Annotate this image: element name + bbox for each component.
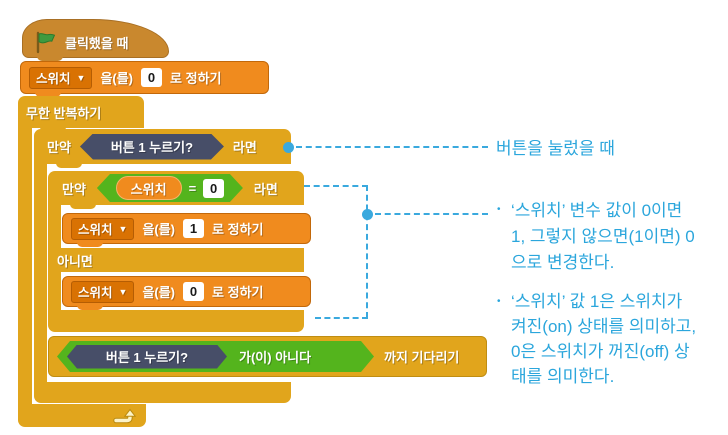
set-variable-block-top[interactable]: 스위치 ▼ 을(를) 0 로 정하기 — [20, 61, 269, 97]
leader-line — [296, 146, 488, 148]
annotation-text: 버튼을 눌렀을 때 — [496, 139, 615, 158]
annotation-line: 으로 변경한다. — [511, 253, 615, 272]
green-flag-icon — [35, 31, 56, 54]
button-pressed-boolean[interactable]: 버튼 1 누르기? — [67, 345, 227, 369]
variable-dropdown[interactable]: 스위치 ▼ — [29, 66, 93, 89]
leader-line — [375, 213, 488, 215]
not-keyword: 가(이) 아니다 — [239, 350, 312, 365]
annotation-line: ‘스위치’ 값 1은 스위치가 — [511, 292, 683, 311]
annotation-switch-meaning: ‘스위치’ 값 1은 스위치가 켜진(on) 상태를 의미하고, 0은 스위치가… — [511, 289, 696, 389]
if-else-arm-upper — [48, 205, 61, 249]
annotation-button-pressed: 버튼을 눌렀을 때 — [496, 136, 615, 162]
annotation-line: ‘스위치’ 변수 값이 0이면 — [511, 201, 683, 220]
variable-dropdown-label: 스위치 — [78, 223, 113, 237]
leader-dot — [283, 142, 294, 153]
bracket-line-bottom — [315, 317, 368, 319]
if-else-block-bottom[interactable] — [48, 310, 304, 332]
forever-block-bottom[interactable] — [18, 404, 146, 427]
compare-value-input[interactable]: 0 — [203, 179, 224, 198]
action-label: 로 정하기 — [212, 285, 264, 300]
action-label: 로 정하기 — [212, 222, 264, 237]
variable-reporter[interactable]: 스위치 — [116, 176, 182, 200]
if-keyword: 만약 — [62, 181, 86, 197]
dropdown-arrow-icon: ▼ — [76, 72, 86, 83]
if-else-block-top[interactable]: 만약 스위치 = 0 라면 — [48, 171, 304, 209]
wait-keyword: 까지 기다리기 — [384, 350, 460, 365]
button-pressed-boolean[interactable]: 버튼 1 누르기? — [80, 134, 224, 160]
bullet-icon: • — [497, 296, 501, 307]
equals-operator: = — [188, 180, 197, 196]
boolean-label: 버튼 1 누르기? — [105, 350, 189, 365]
particle-label: 을(를) — [100, 71, 134, 86]
value-input[interactable]: 0 — [183, 282, 205, 301]
variable-dropdown-label: 스위치 — [78, 286, 113, 300]
when-flag-clicked-block[interactable]: 클릭했을 때 — [22, 19, 169, 61]
forever-label: 무한 반복하기 — [26, 105, 102, 121]
if-arm — [34, 164, 47, 383]
set-variable-block-zero[interactable]: 스위치 ▼ 을(를) 0 로 정하기 — [62, 276, 311, 310]
then-keyword: 라면 — [232, 140, 257, 155]
annotation-variable-toggle: ‘스위치’ 변수 값이 0이면 1, 그렇지 않으면(1이면) 0 으로 변경한… — [511, 198, 695, 276]
action-label: 로 정하기 — [170, 71, 222, 86]
annotation-line: 1, 그렇지 않으면(1이면) 0 — [511, 227, 695, 246]
particle-label: 을(를) — [142, 285, 176, 300]
wait-until-block[interactable]: 버튼 1 누르기? 가(이) 아니다 까지 기다리기 — [48, 336, 487, 377]
not-block[interactable]: 버튼 1 누르기? 가(이) 아니다 — [57, 341, 374, 372]
if-else-arm-lower — [48, 272, 61, 311]
variable-dropdown-label: 스위치 — [36, 72, 71, 86]
then-keyword: 라면 — [253, 181, 278, 197]
bullet-icon: • — [497, 204, 501, 215]
bracket-line-vertical — [366, 185, 368, 318]
else-bar[interactable]: 아니면 — [48, 248, 304, 272]
variable-dropdown[interactable]: 스위치 ▼ — [71, 280, 135, 303]
value-input[interactable]: 1 — [183, 219, 205, 238]
value-input[interactable]: 0 — [141, 68, 163, 87]
if-block-top[interactable]: 만약 버튼 1 누르기? 라면 — [34, 129, 291, 168]
forever-block-top[interactable]: 무한 반복하기 — [18, 96, 144, 132]
annotation-line: 켜진(on) 상태를 의미하고, — [511, 317, 697, 336]
if-block-bottom[interactable] — [34, 382, 291, 403]
dropdown-arrow-icon: ▼ — [118, 286, 128, 297]
else-label: 아니면 — [57, 253, 93, 269]
equals-block[interactable]: 스위치 = 0 — [97, 174, 243, 202]
hat-label: 클릭했을 때 — [65, 36, 129, 51]
if-keyword: 만약 — [47, 140, 71, 155]
forever-arm — [18, 128, 32, 406]
annotation-line: 태를 의미한다. — [511, 367, 615, 386]
annotation-line: 0은 스위치가 꺼진(off) 상 — [511, 342, 690, 361]
loop-arrow-icon — [112, 407, 138, 425]
variable-dropdown[interactable]: 스위치 ▼ — [71, 217, 135, 240]
bracket-line-top — [304, 185, 368, 187]
set-variable-block-one[interactable]: 스위치 ▼ 을(를) 1 로 정하기 — [62, 213, 311, 247]
dropdown-arrow-icon: ▼ — [118, 223, 128, 234]
leader-dot — [362, 209, 373, 220]
boolean-label: 버튼 1 누르기? — [110, 140, 194, 155]
particle-label: 을(를) — [142, 222, 176, 237]
